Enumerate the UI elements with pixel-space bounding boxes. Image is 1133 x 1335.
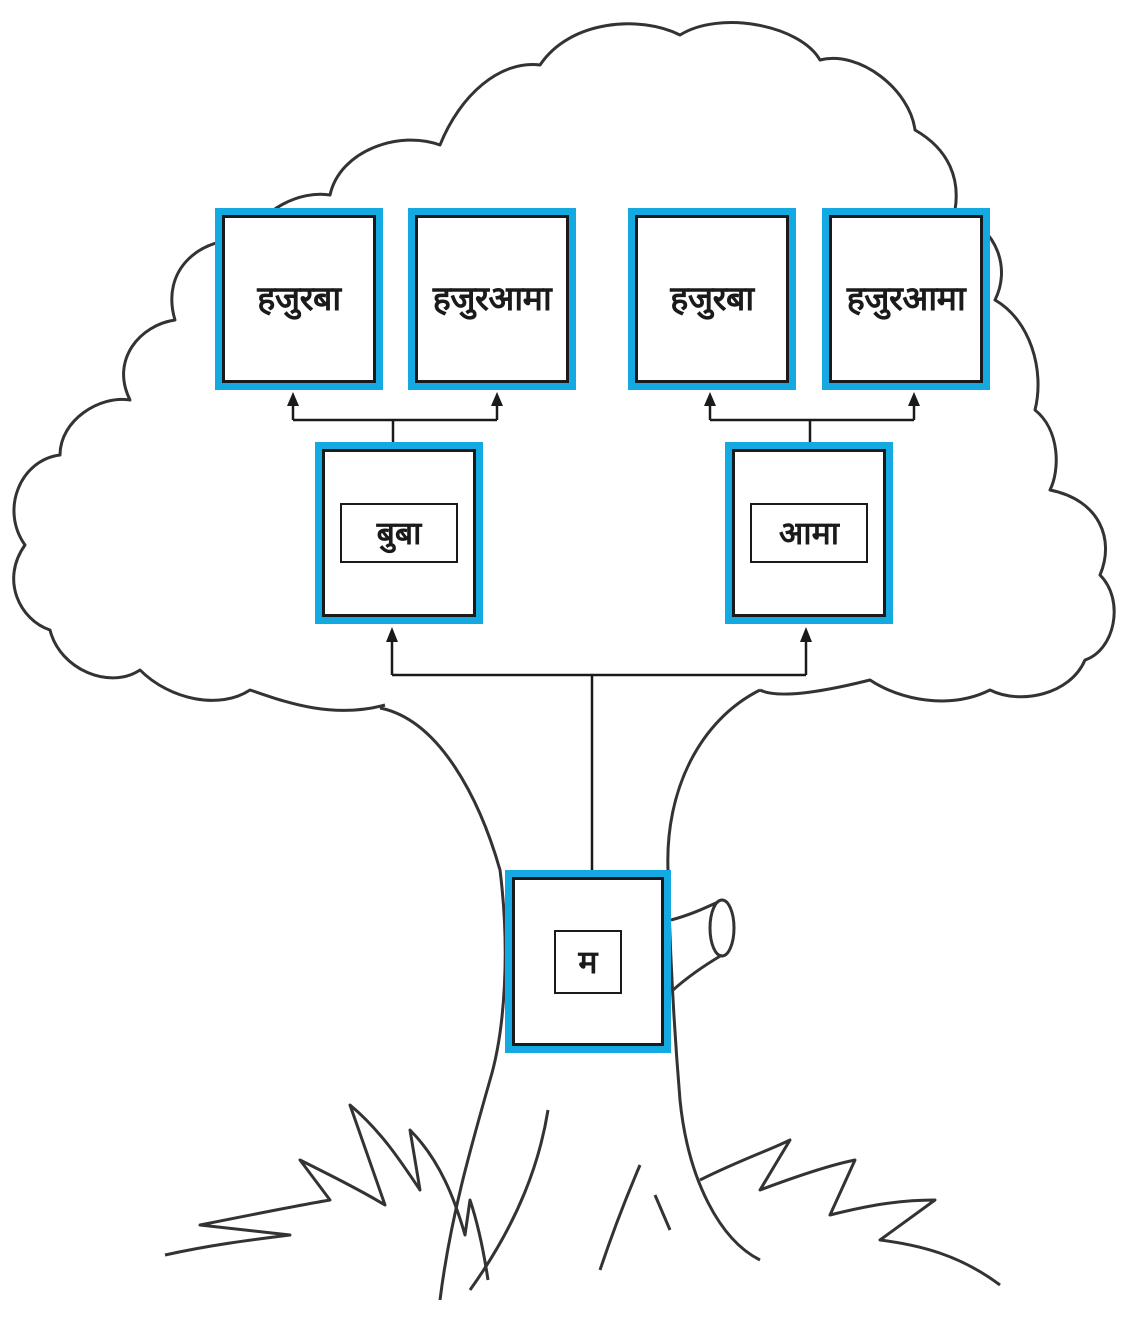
self-box: म: [505, 870, 671, 1053]
father-box: बुबा: [315, 442, 483, 624]
grandmother-maternal-label: हजुरआमा: [846, 279, 966, 319]
mother-label: आमा: [750, 503, 868, 563]
tree-trunk-left: [379, 706, 507, 1301]
tree-trunk-right: [666, 688, 761, 1262]
tree-grass-left: [164, 1103, 490, 1281]
father-label: बुबा: [340, 503, 458, 563]
grandmother-maternal-box: हजुरआमा: [822, 208, 990, 390]
connectors: [287, 392, 920, 870]
tree-canopy-outline: [12, 21, 1116, 712]
grandfather-paternal-box: हजुरबा: [215, 208, 383, 390]
grandmother-paternal-label: हजुरआमा: [432, 279, 552, 319]
mother-box: आमा: [725, 442, 893, 624]
grandmother-paternal-box: हजुरआमा: [408, 208, 576, 390]
grandfather-maternal-label: हजुरबा: [670, 279, 754, 319]
tree-grass-middle: [468, 1109, 672, 1291]
self-label: म: [554, 929, 622, 994]
tree-branch-cut: [708, 898, 736, 958]
grandfather-maternal-box: हजुरबा: [628, 208, 796, 390]
tree-grass-right: [699, 1138, 1001, 1287]
grandfather-paternal-label: हजुरबा: [257, 279, 341, 319]
